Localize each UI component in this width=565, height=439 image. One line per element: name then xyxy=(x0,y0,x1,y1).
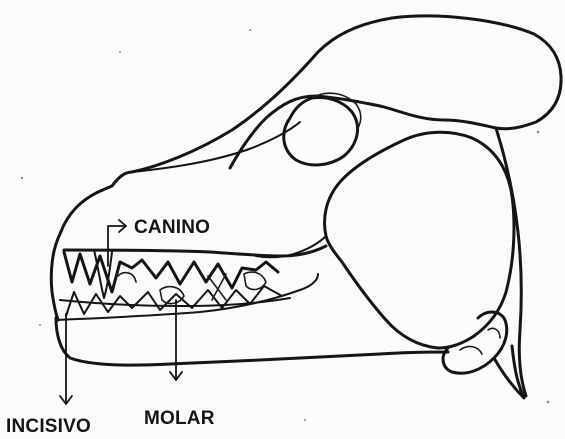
label-canine: CANINO xyxy=(134,217,210,238)
label-incisor: INCISIVO xyxy=(6,416,91,437)
skull-outline xyxy=(60,16,561,234)
lower-gumline xyxy=(60,298,290,306)
muzzle-front xyxy=(51,234,60,320)
label-molar: MOLAR xyxy=(144,408,215,429)
lower-teeth-zigzag xyxy=(66,286,282,316)
temporal-fossa xyxy=(325,132,514,348)
orbit xyxy=(284,98,358,165)
upper-gumline xyxy=(64,246,326,256)
molar-pointer xyxy=(170,300,182,380)
canine-tooth xyxy=(94,250,112,298)
